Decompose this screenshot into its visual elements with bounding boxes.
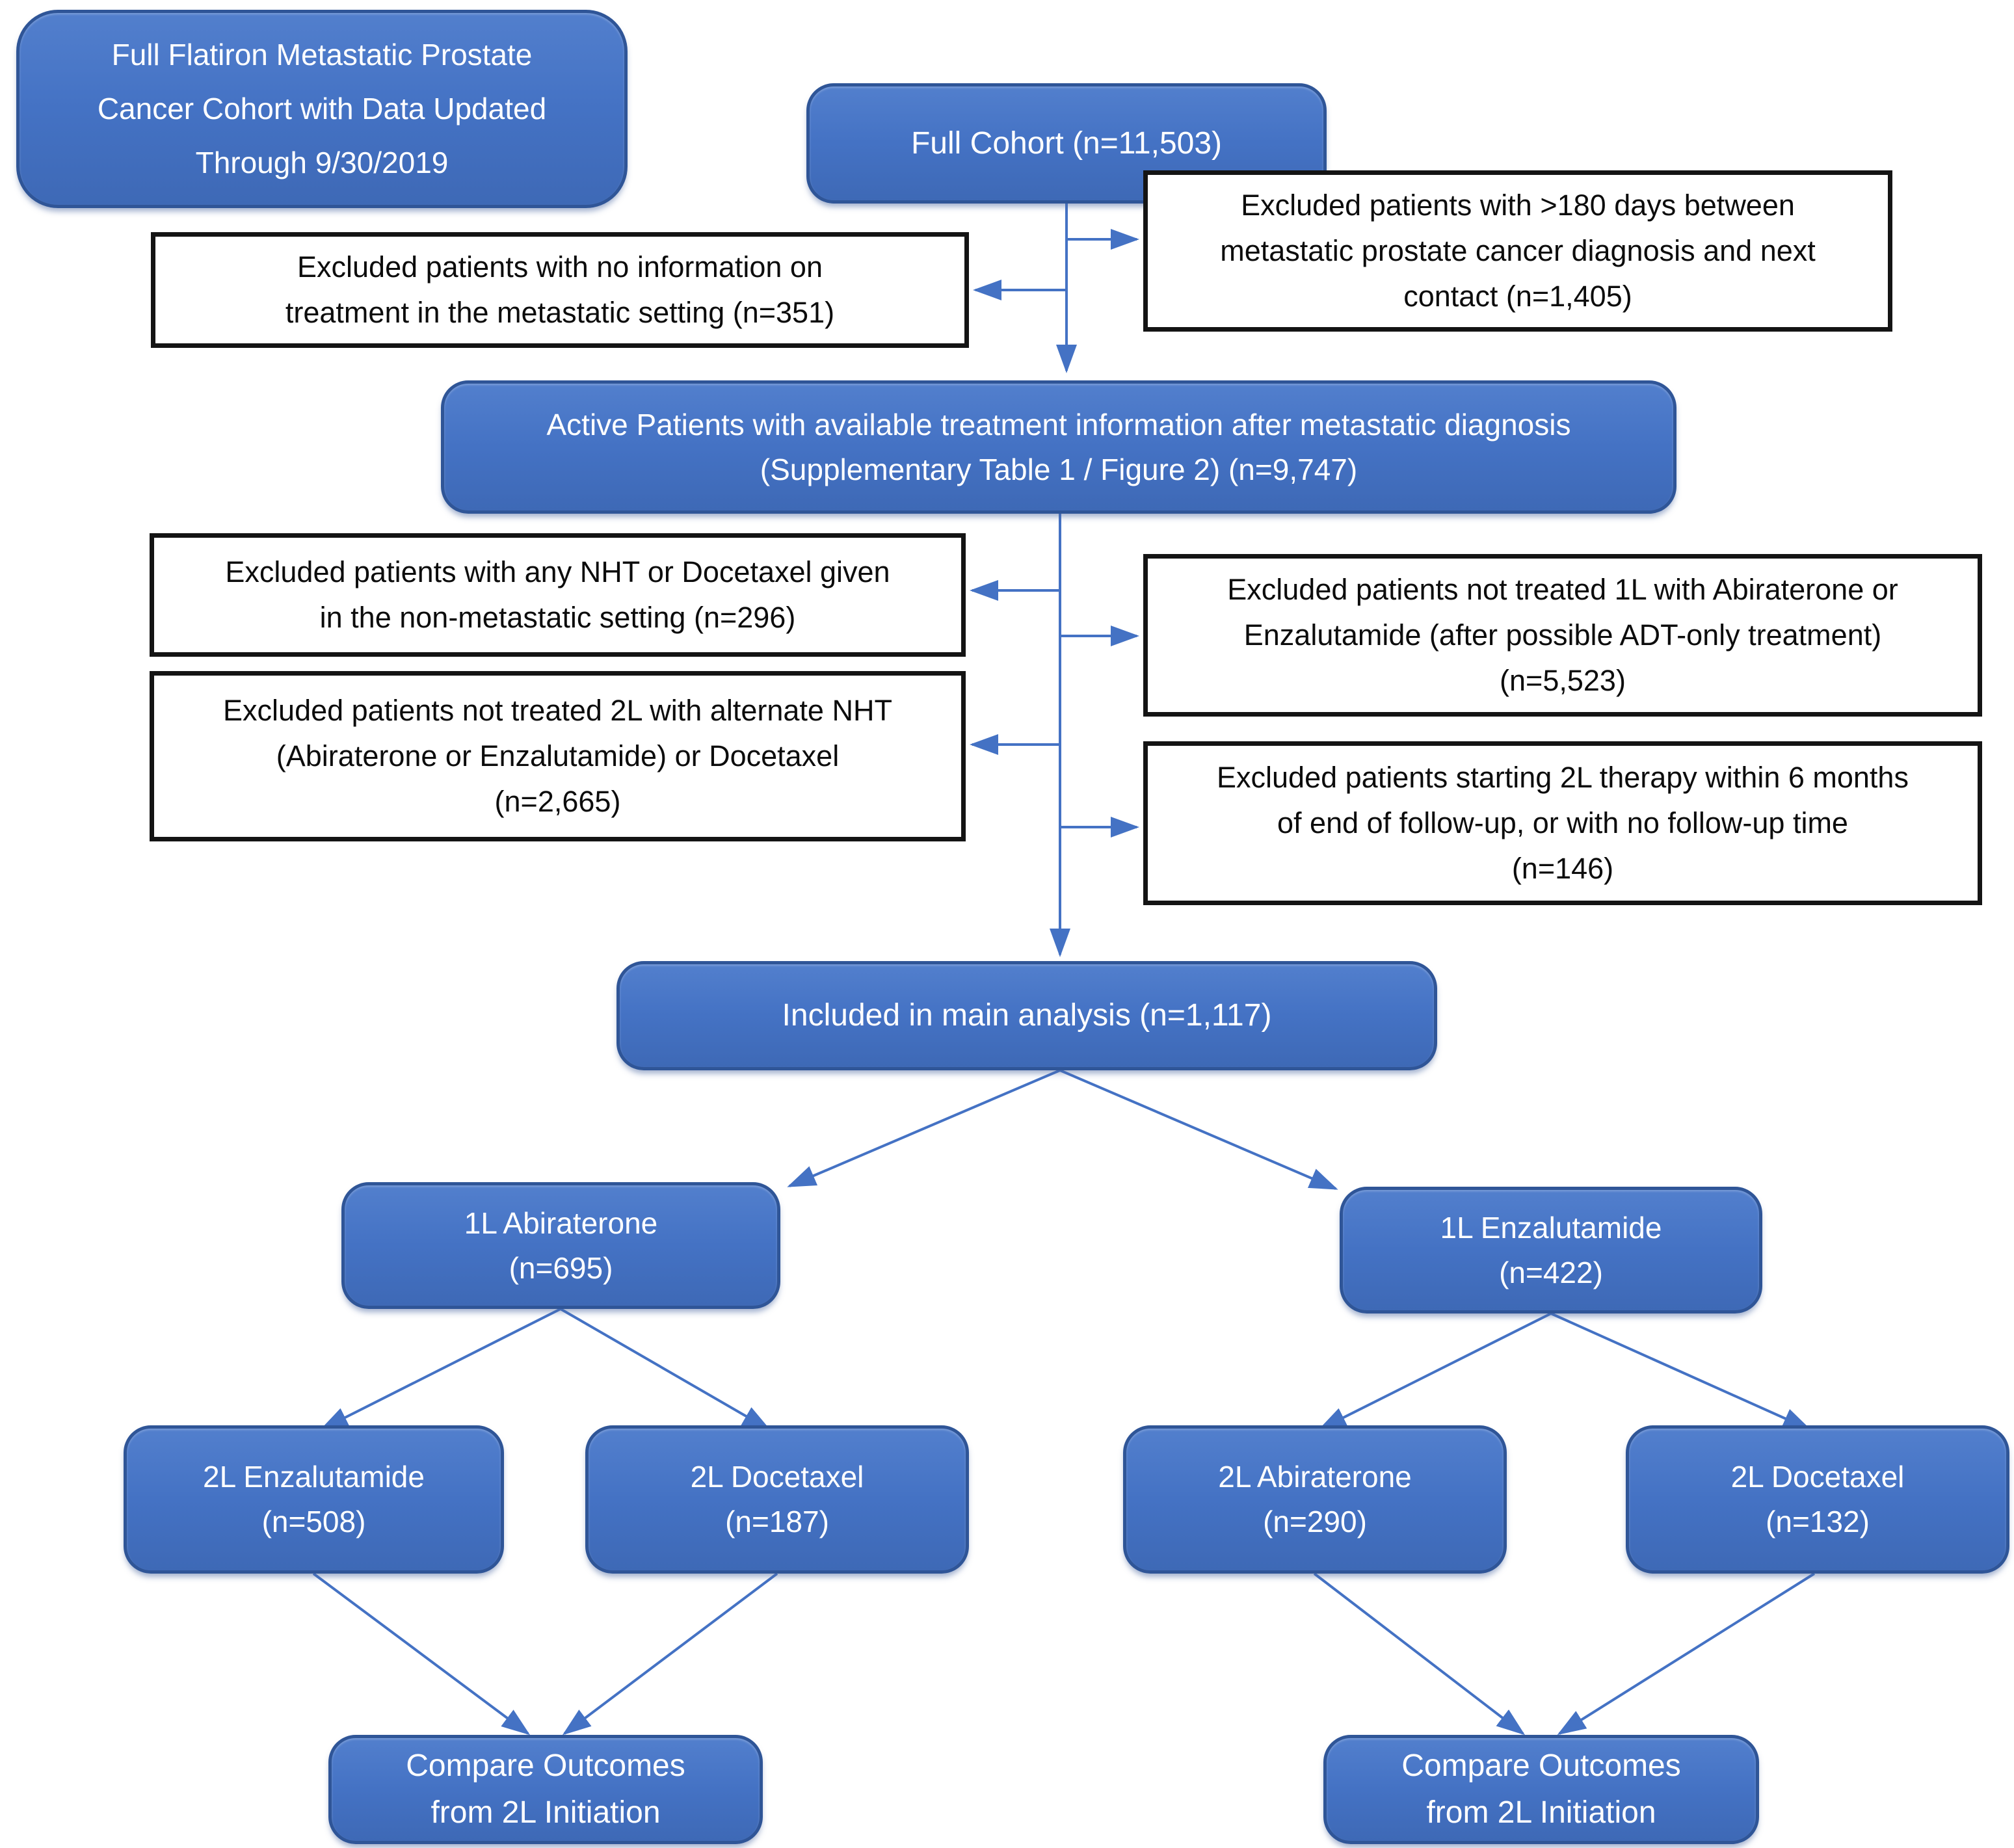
node-excluded-no-treatment-info-label: Excluded patients with no information on… <box>285 250 835 329</box>
node-1l-enzalutamide: 1L Enzalutamide (n=422) <box>1340 1187 1762 1313</box>
node-excluded-not-treated-1l: Excluded patients not treated 1L with Ab… <box>1143 554 1982 717</box>
node-included-main-analysis: Included in main analysis (n=1,117) <box>616 961 1437 1070</box>
node-compare-outcomes-left-label: Compare Outcomes from 2L Initiation <box>406 1749 685 1830</box>
node-2l-docetaxel-left-label: 2L Docetaxel (n=187) <box>690 1460 864 1538</box>
arrow-2l-doce-to-compare-right <box>1557 1572 1816 1736</box>
arrow-2l-abi-to-compare-right <box>1313 1572 1526 1736</box>
node-1l-enzalutamide-label: 1L Enzalutamide (n=422) <box>1440 1210 1662 1289</box>
arrow-included-to-1l-enzalutamide <box>1059 1069 1338 1190</box>
node-excluded-not-treated-2l: Excluded patients not treated 2L with al… <box>150 671 966 841</box>
arrow-2l-enza-to-compare-left <box>312 1572 531 1736</box>
arrow-1l-enza-to-2l-abi <box>1318 1312 1552 1431</box>
node-2l-enzalutamide-label: 2L Enzalutamide (n=508) <box>203 1460 425 1538</box>
node-full-flatiron-cohort-label: Full Flatiron Metastatic Prostate Cancer… <box>97 38 547 179</box>
node-1l-abiraterone-label: 1L Abiraterone (n=695) <box>464 1206 658 1285</box>
arrow-1l-abi-to-2l-enza <box>319 1308 561 1431</box>
node-compare-outcomes-left: Compare Outcomes from 2L Initiation <box>328 1735 763 1844</box>
node-excluded-not-treated-2l-label: Excluded patients not treated 2L with al… <box>223 694 892 818</box>
arrow-included-to-1l-abiraterone <box>787 1069 1061 1187</box>
arrow-1l-enza-to-2l-doce <box>1550 1312 1812 1431</box>
arrow-2l-doce-to-compare-left <box>562 1572 778 1736</box>
node-full-cohort-label: Full Cohort (n=11,503) <box>910 125 1223 161</box>
node-excluded-starting-2l-followup: Excluded patients starting 2L therapy wi… <box>1143 741 1982 905</box>
node-excluded-180-days-label: Excluded patients with >180 days between… <box>1220 189 1816 313</box>
node-active-patients: Active Patients with available treatment… <box>441 380 1676 514</box>
node-active-patients-label: Active Patients with available treatment… <box>546 407 1571 486</box>
node-excluded-180-days: Excluded patients with >180 days between… <box>1143 170 1892 332</box>
node-included-main-analysis-label: Included in main analysis (n=1,117) <box>782 998 1272 1033</box>
node-excluded-starting-2l-followup-label: Excluded patients starting 2L therapy wi… <box>1217 761 1909 885</box>
node-1l-abiraterone: 1L Abiraterone (n=695) <box>341 1182 780 1309</box>
node-2l-abiraterone: 2L Abiraterone (n=290) <box>1123 1425 1507 1574</box>
node-compare-outcomes-right: Compare Outcomes from 2L Initiation <box>1323 1735 1759 1844</box>
node-2l-enzalutamide: 2L Enzalutamide (n=508) <box>124 1425 504 1574</box>
node-full-flatiron-cohort: Full Flatiron Metastatic Prostate Cancer… <box>16 10 628 208</box>
node-2l-docetaxel-right: 2L Docetaxel (n=132) <box>1626 1425 2009 1574</box>
node-2l-docetaxel-left: 2L Docetaxel (n=187) <box>585 1425 969 1574</box>
node-2l-abiraterone-label: 2L Abiraterone (n=290) <box>1218 1460 1412 1538</box>
node-full-cohort: Full Cohort (n=11,503) <box>806 83 1327 204</box>
arrow-1l-abi-to-2l-doce <box>559 1308 771 1431</box>
node-2l-docetaxel-right-label: 2L Docetaxel (n=132) <box>1730 1460 1905 1538</box>
node-excluded-nht-docetaxel-nonmetastatic-label: Excluded patients with any NHT or Doceta… <box>225 555 890 634</box>
node-excluded-nht-docetaxel-nonmetastatic: Excluded patients with any NHT or Doceta… <box>150 533 966 657</box>
node-excluded-not-treated-1l-label: Excluded patients not treated 1L with Ab… <box>1227 573 1898 697</box>
node-excluded-no-treatment-info: Excluded patients with no information on… <box>151 232 969 348</box>
node-compare-outcomes-right-label: Compare Outcomes from 2L Initiation <box>1401 1749 1681 1830</box>
